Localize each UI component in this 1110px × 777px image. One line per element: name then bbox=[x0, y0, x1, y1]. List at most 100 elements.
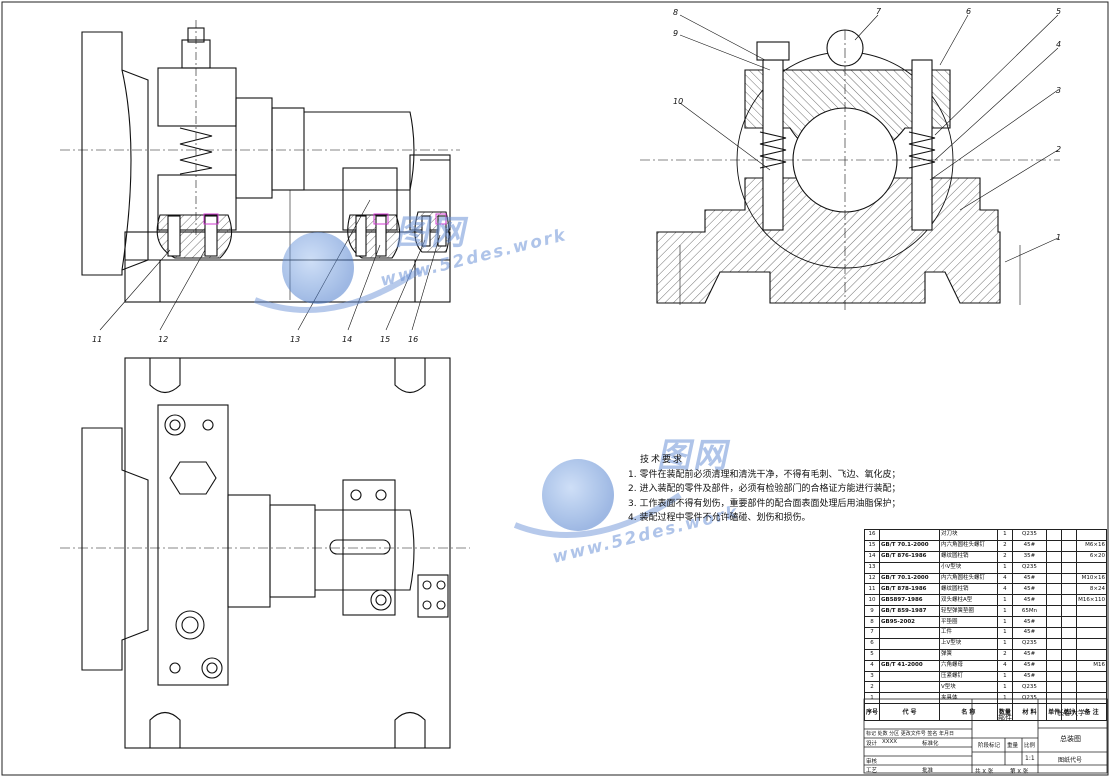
title-std: 标准化 bbox=[922, 741, 939, 747]
bom-header-remark: 备 注 bbox=[1076, 703, 1107, 722]
bom-cell-remark: M10×16 bbox=[1076, 572, 1107, 585]
bom-cell-qty: 1 bbox=[996, 627, 1013, 639]
bom-cell-w1 bbox=[1046, 659, 1063, 672]
callout-13: 13 bbox=[290, 335, 300, 344]
bom-cell-std bbox=[879, 637, 940, 650]
bom-cell-qty: 1 bbox=[996, 670, 1013, 683]
bom-cell-w1 bbox=[1046, 681, 1063, 694]
bom-cell-qty: 1 bbox=[996, 637, 1013, 650]
bom-cell-name: V型块 bbox=[938, 681, 998, 694]
bom-cell-name: 内六角圆柱头螺钉 bbox=[938, 572, 998, 585]
bom-cell-remark bbox=[1076, 648, 1107, 661]
bom-header-std: 代 号 bbox=[879, 703, 940, 722]
bom-cell-w2 bbox=[1061, 550, 1078, 563]
bom-cell-qty: 4 bbox=[996, 572, 1013, 585]
side-callouts: 8 9 7 6 5 4 3 10 2 1 bbox=[673, 7, 1061, 242]
bom-cell-w1 bbox=[1046, 529, 1063, 541]
title-approve: 批准 bbox=[922, 768, 934, 774]
bom-cell-no: 8 bbox=[863, 616, 881, 629]
bom-cell-w1 bbox=[1046, 648, 1063, 661]
bom-cell-name: 夹具体 bbox=[938, 692, 998, 705]
bom-cell-name: 内六角圆柱头螺钉 bbox=[938, 539, 998, 552]
title-design-code: XXXX bbox=[882, 739, 898, 745]
callout-7: 7 bbox=[876, 7, 882, 16]
bom-cell-std: GB/T 70.1-2000 bbox=[879, 572, 940, 585]
bom-cell-remark bbox=[1076, 637, 1107, 650]
title-part-name: 部件 bbox=[998, 714, 1012, 722]
screw-markers bbox=[203, 213, 447, 225]
bom-cell-no: 14 bbox=[863, 550, 881, 563]
bom-cell-w1 bbox=[1046, 561, 1063, 574]
bom-header-w2: 总计 bbox=[1061, 703, 1078, 722]
tech-note: 3. 工作表面不得有划伤，重要部件的配合面表面处理后用油脂保护； bbox=[628, 498, 901, 509]
bom-cell-qty: 4 bbox=[996, 659, 1013, 672]
bom-cell-std: GB/T 41-2000 bbox=[879, 659, 940, 672]
bom-cell-remark: M16 bbox=[1076, 659, 1107, 672]
bom-cell-mat: Q235 bbox=[1011, 637, 1048, 650]
bom-cell-w2 bbox=[1061, 539, 1078, 552]
tech-note: 4. 装配过程中零件不允许磕碰、划伤和损伤。 bbox=[628, 513, 811, 523]
bom-cell-mat: 35# bbox=[1011, 550, 1048, 563]
bom-cell-std: GB95-2002 bbox=[879, 616, 940, 629]
bom-cell-mat: 65Mn bbox=[1011, 605, 1048, 618]
bom-cell-name: 六角螺母 bbox=[938, 659, 998, 672]
bom-cell-name: 工件 bbox=[938, 627, 998, 639]
bom-cell-std bbox=[879, 670, 940, 683]
bom-cell-qty: 1 bbox=[996, 594, 1013, 607]
bom-cell-mat: 45# bbox=[1011, 572, 1048, 585]
bom-cell-w2 bbox=[1061, 627, 1078, 639]
side-leaders bbox=[679, 14, 1059, 263]
title-scale-label: 比例 bbox=[1024, 743, 1036, 749]
bom-cell-w1 bbox=[1046, 572, 1063, 585]
title-process: 工艺 bbox=[866, 768, 878, 774]
bom-cell-w1 bbox=[1046, 550, 1063, 563]
bom-header-name: 名 称 bbox=[938, 703, 998, 722]
title-block-frame bbox=[863, 698, 1108, 774]
title-revision-row: 标记 处数 分区 更改文件号 签名 年月日 bbox=[866, 731, 954, 737]
bom-cell-qty: 2 bbox=[996, 539, 1013, 552]
bom-cell-no: 6 bbox=[863, 637, 881, 650]
callout-9: 9 bbox=[673, 29, 678, 38]
bom-cell-remark bbox=[1076, 670, 1107, 683]
title-design: 设计 bbox=[866, 741, 878, 747]
bom-cell-qty: 1 bbox=[996, 561, 1013, 574]
bom-cell-remark bbox=[1076, 616, 1107, 629]
bom-cell-remark bbox=[1076, 627, 1107, 639]
title-stage-label: 阶段标记 bbox=[978, 743, 1001, 749]
bom-cell-std bbox=[879, 692, 940, 705]
bom-cell-mat: 45# bbox=[1011, 627, 1048, 639]
callout-3: 3 bbox=[1056, 86, 1061, 95]
bom-cell-no: 15 bbox=[863, 539, 881, 552]
bom-cell-w2 bbox=[1061, 670, 1078, 683]
title-drawing-code: 图纸代号 bbox=[1058, 757, 1083, 764]
callout-14: 14 bbox=[342, 335, 352, 344]
bom-cell-w2 bbox=[1061, 594, 1078, 607]
bom-cell-w1 bbox=[1046, 583, 1063, 596]
tech-note: 1. 零件在装配前必须清理和清洗干净，不得有毛刺、飞边、氧化皮； bbox=[628, 469, 901, 480]
title-scale: 1:1 bbox=[1025, 755, 1035, 762]
bom-cell-remark: 8×24 bbox=[1076, 583, 1107, 596]
bom-cell-w2 bbox=[1061, 692, 1078, 705]
bom-cell-name: 平垫圈 bbox=[938, 616, 998, 629]
bom-cell-name: 弹簧 bbox=[938, 648, 998, 661]
callout-1: 1 bbox=[1056, 233, 1061, 242]
bom-cell-name: 螺纹圆柱销 bbox=[938, 550, 998, 563]
watermark-globe-2 bbox=[513, 459, 682, 538]
bom-cell-no: 4 bbox=[863, 659, 881, 672]
bom-header-mat: 材 料 bbox=[1011, 703, 1048, 722]
callout-16: 16 bbox=[408, 335, 418, 344]
watermark-globe-1 bbox=[253, 232, 422, 313]
bom-cell-mat: Q235 bbox=[1011, 529, 1048, 541]
bom-cell-name: 对刀块 bbox=[938, 529, 998, 541]
